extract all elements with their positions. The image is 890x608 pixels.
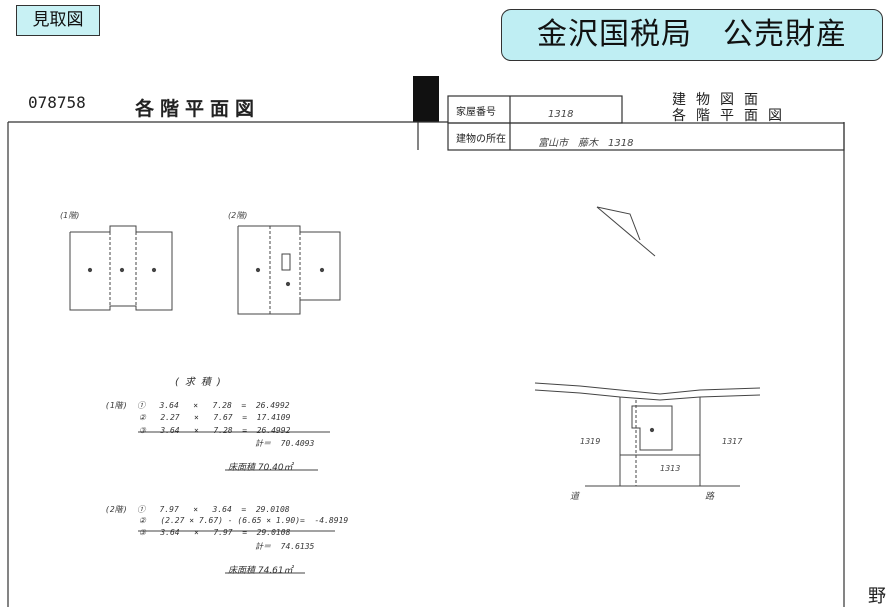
road-label-left: 道 <box>570 492 580 502</box>
floor1-subtotal: 計＝ 70.4093 <box>255 439 315 448</box>
floor1-calc-row-1: (1階) ① 3.64 × 7.28 = 26.4992 <box>105 401 290 410</box>
site-lot-left: 1319 <box>580 437 601 446</box>
calc-underlines <box>138 431 335 574</box>
floor2-calc-row-1: (2階) ① 7.97 × 3.64 = 29.0108 <box>105 505 290 514</box>
floor1-label: (1階) <box>60 211 80 220</box>
house-number-value: 1318 <box>548 109 574 120</box>
location-value: 富山市 藤木 1318 <box>538 138 634 149</box>
floor2-floor-area: 床面積 74.61㎡ <box>228 566 293 576</box>
header-title-floor-plans: 各階平面図 <box>672 108 792 124</box>
site-lot-right: 1317 <box>722 437 743 446</box>
site-map <box>534 382 761 487</box>
floor1-plan <box>69 225 173 311</box>
black-index-tab <box>413 76 439 122</box>
site-lot-bottom: 1313 <box>660 464 681 473</box>
floor2-plan <box>237 225 341 315</box>
office-banner: 金沢国税局 公売財産 <box>501 9 883 61</box>
house-number-label: 家屋番号 <box>456 107 496 118</box>
location-label: 建物の所在 <box>456 134 506 145</box>
floor1-calc-row-3: ③ 3.64 × 7.28 = 26.4992 <box>105 426 291 435</box>
north-arrow-icon <box>596 206 656 257</box>
floor1-floor-area: 床面積 70.40㎡ <box>228 463 293 473</box>
corner-character: 野 <box>868 586 886 607</box>
header-title-building-drawing: 建物図面 <box>672 92 768 108</box>
document-title: 各階平面図 <box>135 98 261 120</box>
floor2-subtotal: 計＝ 74.6135 <box>255 542 315 551</box>
floor2-label: (2階) <box>228 211 248 220</box>
road-label-right: 路 <box>705 492 715 502</box>
document-number: 078758 <box>28 93 86 112</box>
location-box <box>447 122 845 151</box>
floor2-calc-row-2: ② (2.27 × 7.67) - (6.65 × 1.90)= -4.8919 <box>105 516 349 525</box>
mitorizu-tag: 見取図 <box>16 5 100 36</box>
floor1-calc-row-2: ② 2.27 × 7.67 = 17.4109 <box>105 413 291 422</box>
calculation-heading: (求積) <box>175 377 227 388</box>
floor2-calc-row-3: ③ 3.64 × 7.97 = 29.0108 <box>105 528 291 537</box>
